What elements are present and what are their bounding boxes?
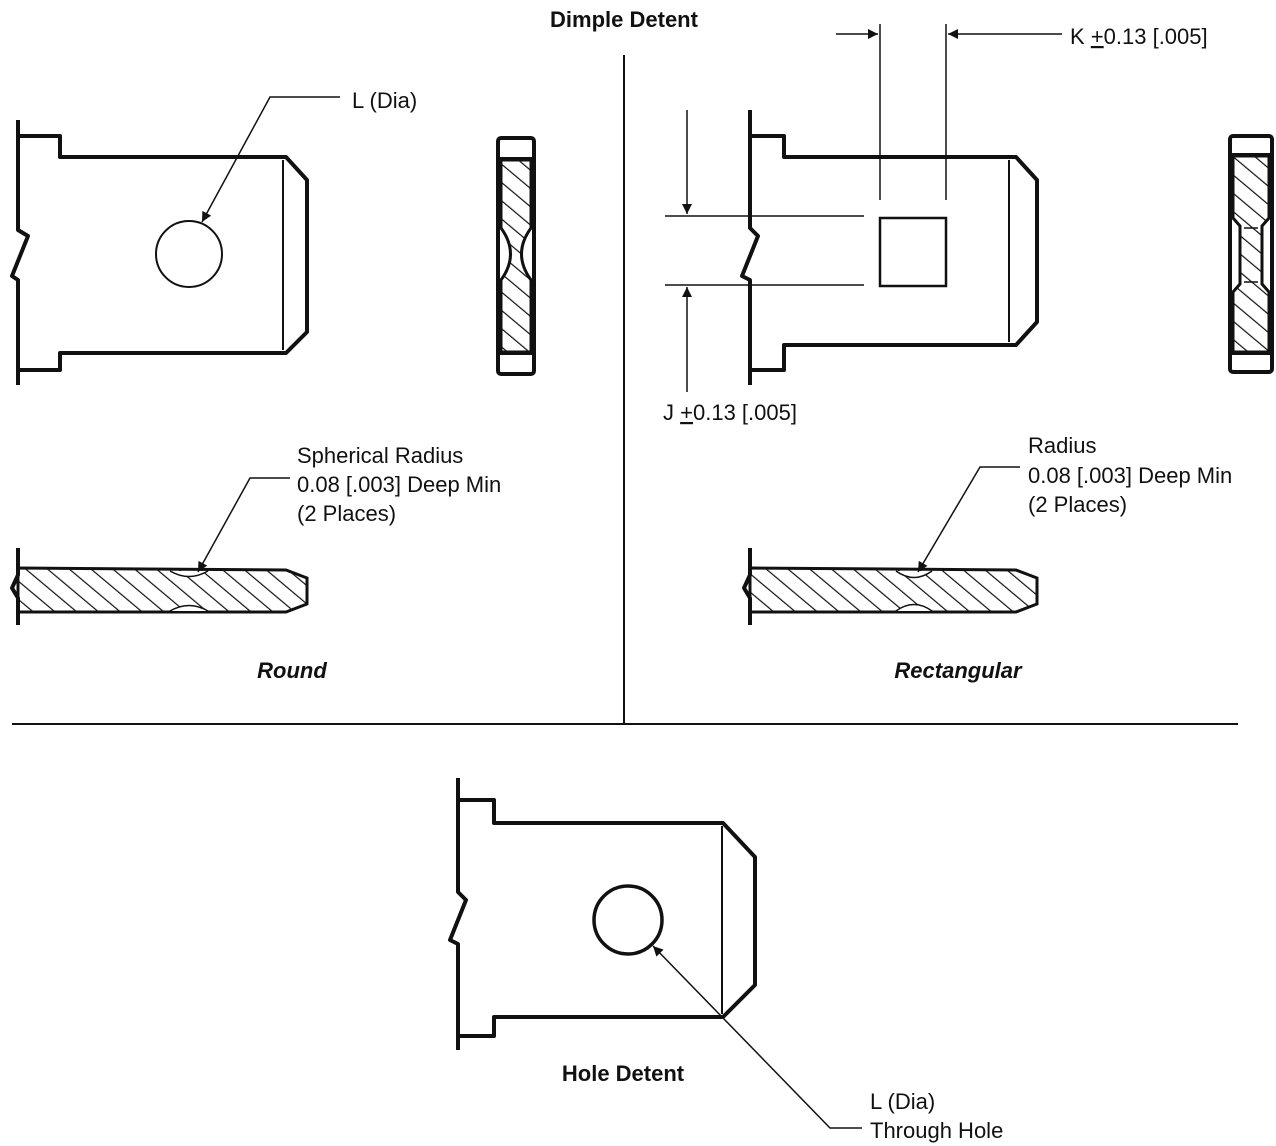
hole-detent-tab-front-view <box>448 778 757 1050</box>
through-hole-line2: Through Hole <box>870 1118 1003 1143</box>
rectangular-dimple-end-view <box>1228 134 1274 374</box>
round-dimple-side-section <box>10 548 309 625</box>
rectangular-dimple-square <box>878 216 948 288</box>
spherical-radius-leader <box>197 477 290 573</box>
hole-detent-title: Hole Detent <box>562 1061 685 1086</box>
through-hole-line1: L (Dia) <box>870 1089 935 1114</box>
through-hole-leader <box>652 945 862 1129</box>
radius-line2: 0.08 [.003] Deep Min <box>1028 463 1232 488</box>
round-dimple-circle <box>155 220 223 288</box>
rectangular-dimple-tab-front-view <box>740 110 1039 385</box>
round-dimple-tab-front-view <box>10 120 309 385</box>
l-dia-label: L (Dia) <box>352 88 417 113</box>
spherical-radius-line2: 0.08 [.003] Deep Min <box>297 472 501 497</box>
radius-leader <box>917 466 1020 573</box>
radius-line1: Radius <box>1028 433 1096 458</box>
spherical-radius-line3: (2 Places) <box>297 501 396 526</box>
l-dia-leader <box>201 96 340 223</box>
rectangular-caption: Rectangular <box>894 658 1023 683</box>
through-hole-circle <box>592 884 664 956</box>
radius-line3: (2 Places) <box>1028 492 1127 517</box>
rectangular-dimple-side-section <box>742 548 1039 625</box>
j-dimension-label: J +0.13 [.005] <box>663 400 797 425</box>
k-dimension-label: K +0.13 [.005] <box>1070 24 1208 49</box>
round-dimple-end-view <box>496 136 536 376</box>
spherical-radius-line1: Spherical Radius <box>297 443 463 468</box>
dimple-detent-title: Dimple Detent <box>550 7 699 32</box>
round-caption: Round <box>257 658 327 683</box>
